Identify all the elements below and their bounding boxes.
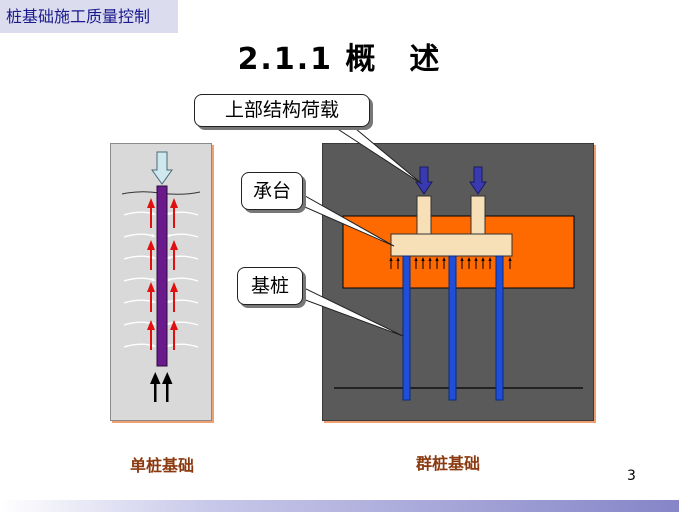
column-load-arrow-right-icon: [469, 166, 487, 195]
tip-resistance-arrows-icon: [150, 372, 173, 402]
load-callout-tail: [328, 123, 423, 185]
callout-leaders: [297, 123, 423, 337]
load-arrow-icon: [151, 151, 173, 185]
friction-lines: [123, 211, 199, 348]
load-callout: 上部结构荷载: [194, 94, 370, 127]
page-number: 3: [627, 468, 636, 484]
footer-bar: [0, 500, 679, 512]
single-pile: [156, 185, 168, 367]
pile-callout: 基桩: [237, 267, 303, 305]
red-friction-arrows: [147, 198, 178, 350]
header-tag: 桩基础施工质量控制: [0, 0, 178, 33]
pile-2: [448, 255, 457, 401]
slide-title: 2.1.1 概 述: [237, 42, 442, 77]
column-left: [416, 195, 432, 235]
pile-cap: [390, 233, 513, 257]
pile-group-caption: 群桩基础: [416, 454, 481, 473]
single-pile-caption: 单桩基础: [130, 456, 195, 475]
soil-reaction-arrows: [389, 257, 512, 269]
column-right: [470, 195, 486, 235]
pile-1: [402, 255, 411, 401]
cap-callout: 承台: [241, 172, 303, 210]
single-pile-diagram: [121, 151, 201, 402]
pile-callout-tail: [299, 285, 404, 337]
pile-3: [495, 255, 504, 401]
pile-group-diagram: [334, 166, 583, 401]
